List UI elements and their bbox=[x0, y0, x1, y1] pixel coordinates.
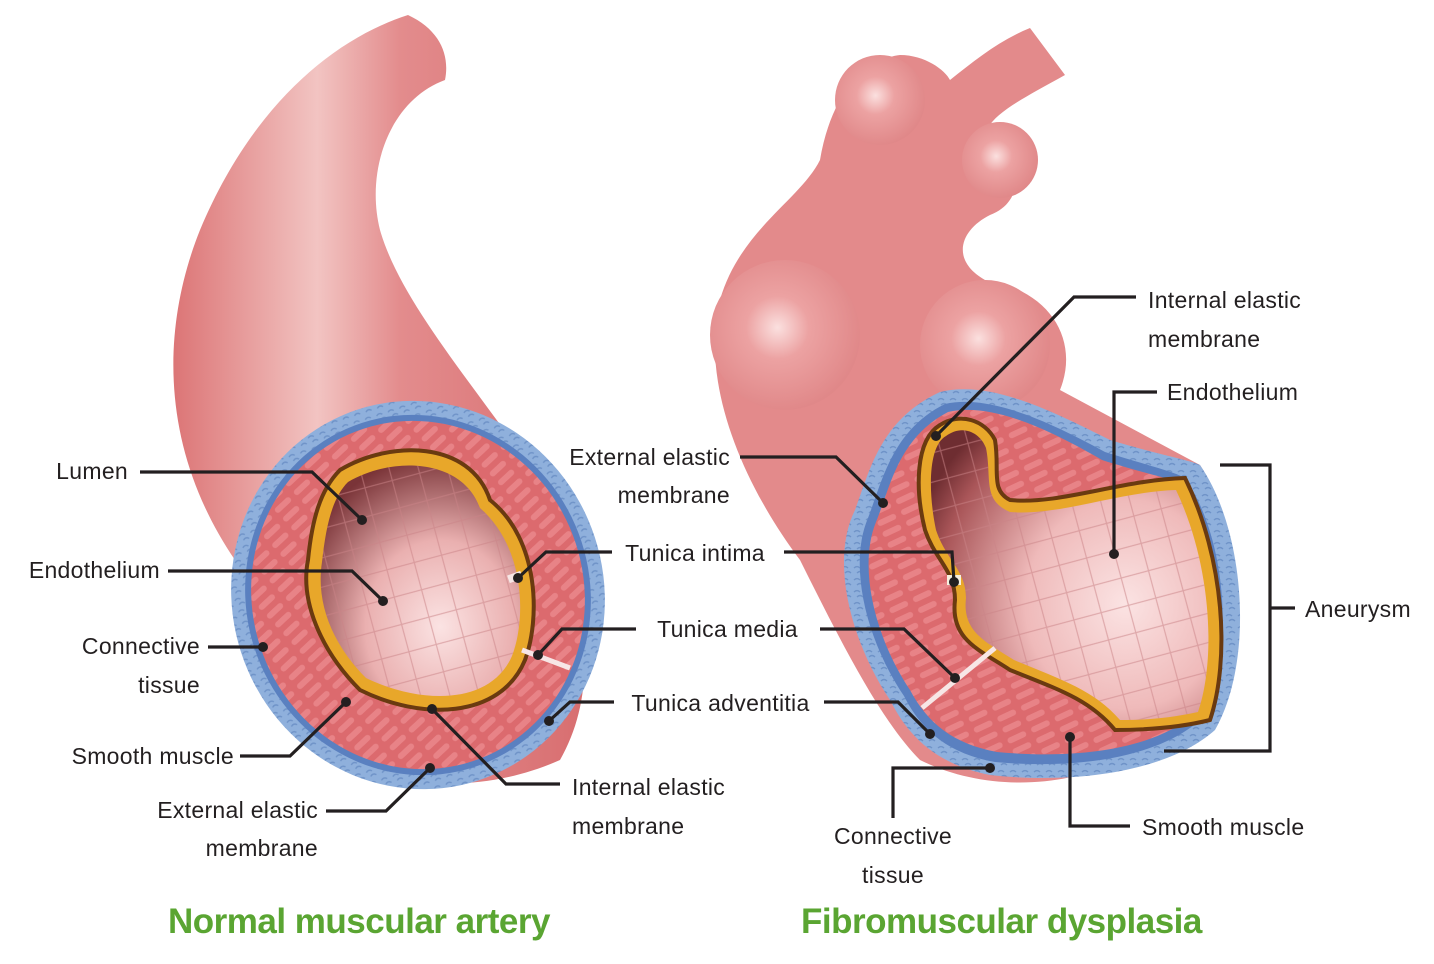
leader-tunica-adventitia-right bbox=[824, 700, 932, 736]
fmd-bulge bbox=[835, 55, 925, 145]
label-external-elastic-right-1: External elastic bbox=[569, 444, 730, 470]
leader-smooth-muscle-right bbox=[1068, 737, 1130, 828]
leader-connective-tissue-right bbox=[891, 766, 990, 818]
label-external-elastic-left-1: External elastic bbox=[157, 797, 318, 823]
leader-tunica-media-left bbox=[536, 627, 636, 657]
leader-lumen bbox=[140, 470, 364, 522]
leader-external-elastic-right bbox=[740, 455, 885, 505]
label-external-elastic-left-2: membrane bbox=[205, 835, 318, 861]
label-aneurysm: Aneurysm bbox=[1305, 596, 1411, 622]
label-connective-tissue-left-1: Connective bbox=[81, 633, 200, 659]
leader-external-elastic bbox=[326, 766, 432, 813]
label-connective-tissue-left-2: tissue bbox=[138, 672, 200, 698]
label-connective-tissue-right-1: Connective bbox=[833, 823, 953, 849]
title-fibromuscular-dysplasia: Fibromuscular dysplasia bbox=[801, 902, 1202, 941]
leader-tunica-adventitia-left bbox=[547, 700, 614, 723]
leader-internal-elastic-right bbox=[934, 295, 1136, 438]
leader-tunica-media-right bbox=[820, 627, 957, 680]
normal-tunica-media-marker bbox=[521, 647, 571, 671]
leader-tunica-intima-left bbox=[516, 550, 612, 580]
label-internal-elastic-right-2: membrane bbox=[1148, 326, 1261, 352]
label-connective-tissue-right-2: tissue bbox=[862, 862, 924, 888]
leader-endothelium-right bbox=[1112, 390, 1157, 554]
label-tunica-intima: Tunica intima bbox=[625, 540, 765, 566]
label-tunica-media: Tunica media bbox=[657, 616, 798, 642]
label-internal-elastic-left-2: membrane bbox=[572, 813, 685, 839]
label-internal-elastic-left-1: Internal elastic bbox=[572, 774, 726, 800]
label-endothelium-right: Endothelium bbox=[1167, 379, 1299, 405]
fmd-artery-illustration bbox=[710, 28, 1241, 783]
label-tunica-adventitia: Tunica adventitia bbox=[631, 690, 810, 716]
label-endothelium-left: Endothelium bbox=[28, 557, 160, 583]
fmd-artery-leaders bbox=[740, 295, 1295, 828]
leader-smooth-muscle bbox=[240, 700, 348, 758]
normal-artery-leaders bbox=[140, 470, 636, 813]
label-smooth-muscle-right: Smooth muscle bbox=[1142, 814, 1305, 840]
label-smooth-muscle-left: Smooth muscle bbox=[71, 743, 234, 769]
fmd-bulge bbox=[962, 122, 1038, 198]
leader-endothelium bbox=[168, 569, 385, 603]
leader-internal-elastic bbox=[430, 707, 560, 786]
label-internal-elastic-right-1: Internal elastic bbox=[1148, 287, 1302, 313]
label-lumen: Lumen bbox=[56, 458, 128, 484]
fmd-bulge bbox=[710, 260, 860, 410]
title-normal-muscular-artery: Normal muscular artery bbox=[168, 902, 550, 941]
label-external-elastic-right-2: membrane bbox=[617, 482, 730, 508]
normal-artery-illustration bbox=[173, 15, 605, 790]
fmd-bulge bbox=[920, 280, 1050, 410]
leader-tunica-intima-right bbox=[784, 550, 956, 583]
